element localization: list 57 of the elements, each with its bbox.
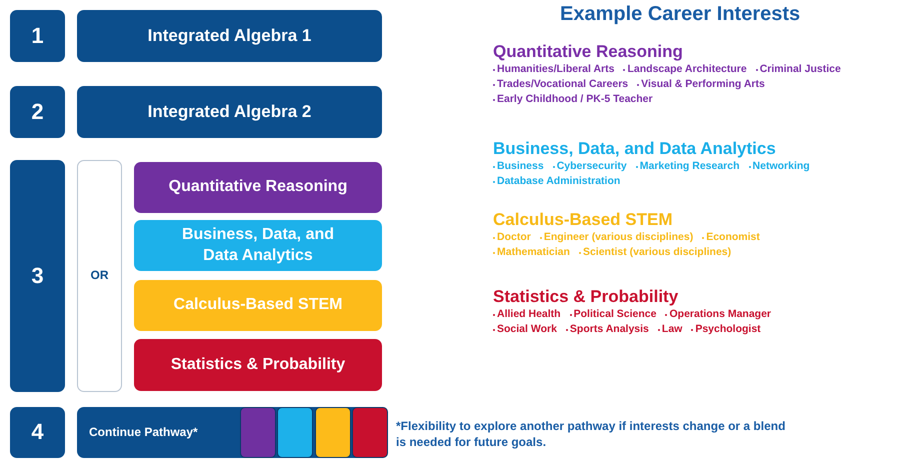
continue-pathway-bar <box>77 407 388 458</box>
step-number <box>10 407 65 458</box>
career-item: Mathematician <box>497 245 570 260</box>
box-label: Continue Pathway* <box>89 424 198 440</box>
step-number <box>10 10 65 62</box>
color-block <box>240 407 276 458</box>
pathway-box <box>134 339 382 391</box>
career-item: Social Work <box>497 322 557 337</box>
step-number <box>10 86 65 138</box>
career-item: Operations Manager <box>669 307 772 322</box>
career-item: Cybersecurity <box>556 159 627 174</box>
career-item: Visual & Performing Arts <box>641 77 765 92</box>
box-label: Integrated Algebra 1 <box>148 24 312 47</box>
career-item: Trades/Vocational Careers <box>497 77 628 92</box>
career-heading: Statistics & Probability <box>493 287 678 307</box>
title: Example Career Interests <box>560 3 800 26</box>
course-box <box>77 86 382 138</box>
career-item: Engineer (various disciplines) <box>544 230 694 245</box>
career-item: Networking <box>752 159 810 174</box>
career-item: Marketing Research <box>640 159 740 174</box>
career-item: Early Childhood / PK-5 Teacher <box>497 92 653 107</box>
or-box <box>77 160 122 392</box>
course-box <box>77 10 382 62</box>
color-block <box>352 407 388 458</box>
career-item: Law <box>662 322 682 337</box>
color-block <box>315 407 351 458</box>
box-label: 4 <box>31 418 44 446</box>
box-label: Business, Data, and Data Analytics <box>180 224 336 266</box>
box-label: Integrated Algebra 2 <box>148 100 312 123</box>
career-item: Allied Health <box>497 307 561 322</box>
career-item: Database Administration <box>497 174 620 189</box>
career-heading: Business, Data, and Data Analytics <box>493 139 776 159</box>
or-label: OR <box>90 268 108 284</box>
pathway-box <box>134 220 382 271</box>
color-block <box>277 407 313 458</box>
career-item: Criminal Justice <box>760 62 841 77</box>
career-item: Doctor <box>497 230 531 245</box>
box-label: Statistics & Probability <box>170 354 346 375</box>
career-item: Psychologist <box>695 322 761 337</box>
box-label: 2 <box>31 98 44 126</box>
career-heading: Calculus-Based STEM <box>493 210 672 230</box>
career-item: Sports Analysis <box>570 322 649 337</box>
career-item: Scientist (various disciplines) <box>582 245 732 260</box>
box-label: 1 <box>31 22 44 50</box>
box-label: Quantitative Reasoning <box>168 177 348 198</box>
pathway-box <box>134 162 382 213</box>
footnote: *Flexibility to explore another pathway if interests change or a blend is needed for future goals. <box>396 418 786 450</box>
box-label: 3 <box>31 262 44 290</box>
career-item: Humanities/Liberal Arts <box>497 62 614 77</box>
pathway-box <box>134 280 382 331</box>
box-label: Calculus-Based STEM <box>174 295 342 316</box>
career-item: Political Science <box>574 307 656 322</box>
career-item: Landscape Architecture <box>627 62 747 77</box>
career-item: Business <box>497 159 544 174</box>
career-item: Economist <box>706 230 760 245</box>
step-number <box>10 160 65 392</box>
career-heading: Quantitative Reasoning <box>493 42 683 62</box>
